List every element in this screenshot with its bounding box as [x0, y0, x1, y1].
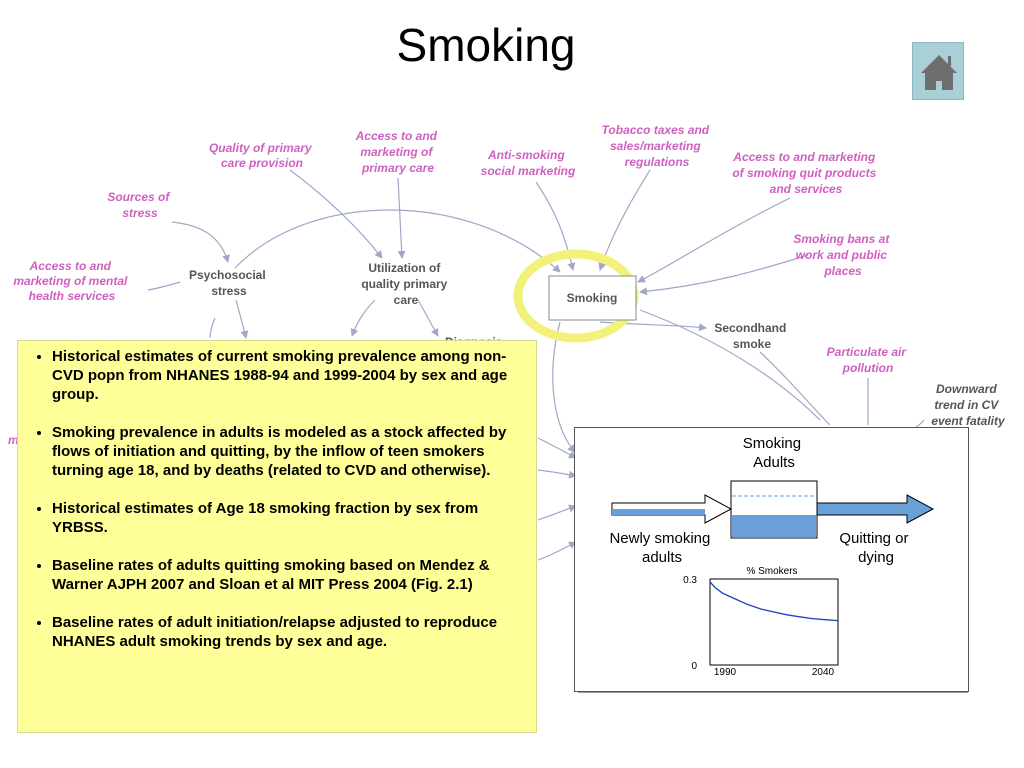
outflow-arrow: [816, 494, 935, 524]
stock-flow-inset: Smoking Adults Newly smoking adults Quit…: [574, 427, 969, 692]
x-tick-label: 1990: [714, 667, 737, 678]
note-bullet: Baseline rates of adult initiation/relap…: [52, 613, 526, 651]
notes-panel: Historical estimates of current smoking …: [17, 340, 537, 733]
home-button[interactable]: [912, 42, 964, 100]
stock-label: Smoking Adults: [743, 435, 806, 471]
stock-level: [732, 515, 816, 537]
chart-series-line: [709, 581, 839, 622]
node-psychosocial-stress: Psychosocial stress: [189, 268, 269, 298]
note-bullet: Historical estimates of current smoking …: [52, 347, 526, 404]
factor-partial-left: m: [8, 433, 19, 447]
slide-title: Smoking: [396, 19, 576, 71]
factor-anti-smoking-marketing: Anti-smoking social marketing: [481, 148, 576, 178]
note-bullet: Baseline rates of adults quitting smokin…: [52, 556, 526, 594]
x-tick-label: 2040: [812, 667, 835, 678]
node-smoking-label: Smoking: [567, 291, 618, 305]
factor-particulate-air-pollution: Particulate air pollution: [827, 345, 910, 375]
factor-smoking-bans: Smoking bans at work and public places: [793, 232, 892, 278]
outflow-label: Quitting or dying: [839, 530, 912, 566]
factor-quality-primary-care: Quality of primary care provision: [209, 141, 315, 170]
factor-sources-of-stress: Sources of stress: [107, 190, 172, 220]
factor-downward-trend-cv-fatality: Downward trend in CV event fatality: [931, 382, 1006, 428]
y-tick-label: 0.3: [683, 575, 697, 586]
factor-quit-products-access: Access to and marketing of smoking quit …: [732, 150, 879, 196]
notes-list: Historical estimates of current smoking …: [26, 347, 526, 651]
chart-title: % Smokers: [746, 566, 797, 577]
inflow-label: Newly smoking adults: [609, 530, 714, 566]
node-smoking-stock: Smoking: [548, 275, 637, 321]
node-secondhand-smoke: Secondhand smoke: [714, 321, 789, 351]
stock-flow-diagram: Smoking Adults Newly smoking adults Quit…: [609, 435, 935, 678]
factor-tobacco-taxes: Tobacco taxes and sales/marketing regula…: [602, 123, 713, 169]
smokers-chart: % Smokers 0 0.3 1990 2040: [683, 566, 839, 678]
y-tick-label: 0: [691, 661, 697, 672]
factor-access-primary-care: Access to and marketing of primary care: [355, 129, 441, 175]
home-icon: [921, 55, 957, 90]
factor-mental-health-access: Access to and marketing of mental health…: [13, 259, 130, 303]
chart-frame: [709, 578, 839, 666]
note-bullet: Smoking prevalence in adults is modeled …: [52, 423, 526, 480]
note-bullet: Historical estimates of Age 18 smoking f…: [52, 499, 526, 537]
node-utilization-primary-care: Utilization of quality primary care: [361, 261, 450, 307]
